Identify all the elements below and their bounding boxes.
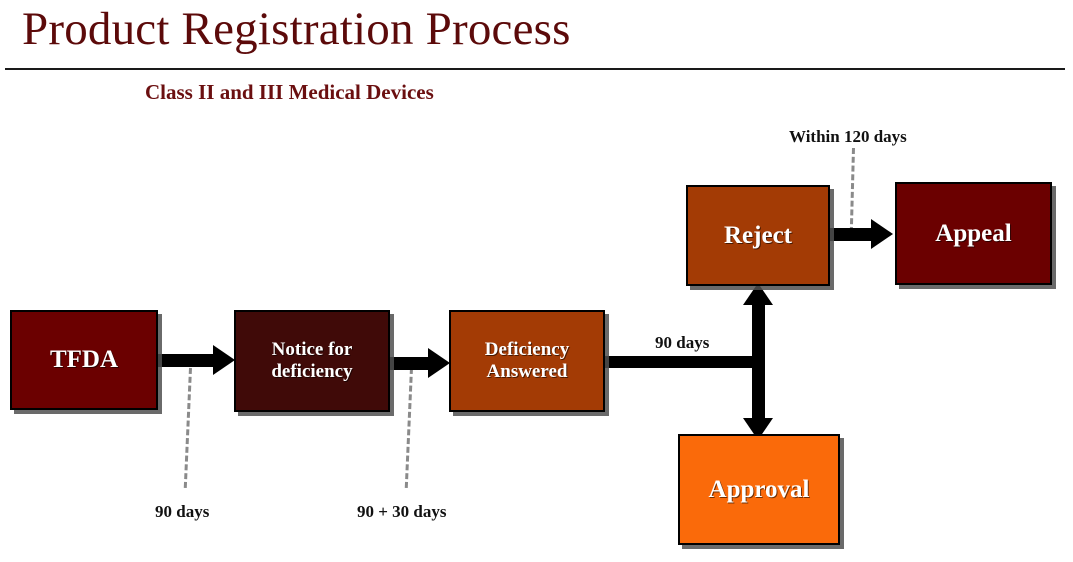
- arrowhead-up-icon: [743, 283, 773, 305]
- leader-line-tfda-duration: [183, 367, 192, 488]
- connector-decision-split: [752, 300, 765, 424]
- title-divider: [5, 68, 1065, 70]
- edge-label-notice-duration: 90 + 30 days: [357, 502, 447, 521]
- connector-notice-to-deficiency-answered: [390, 357, 430, 370]
- node-reject[interactable]: Reject: [686, 185, 830, 286]
- arrowhead-right-icon: [428, 348, 450, 378]
- arrowhead-right-icon: [213, 345, 235, 375]
- connector-reject-to-appeal: [830, 228, 875, 241]
- node-deficiency-answered[interactable]: Deficiency Answered: [449, 310, 605, 412]
- node-tfda[interactable]: TFDA: [10, 310, 158, 410]
- leader-line-notice-duration: [404, 367, 413, 488]
- node-notice-for-deficiency[interactable]: Notice for deficiency: [234, 310, 390, 412]
- edge-label-appeal-duration: Within 120 days: [789, 127, 907, 146]
- connector-deficiency-answered-trunk: [605, 356, 764, 368]
- edge-label-decision-duration: 90 days: [655, 333, 710, 352]
- node-appeal[interactable]: Appeal: [895, 182, 1052, 285]
- arrowhead-right-icon: [871, 219, 893, 249]
- page-title: Product Registration Process: [22, 3, 571, 55]
- node-approval[interactable]: Approval: [678, 434, 840, 545]
- edge-label-tfda-duration: 90 days: [155, 502, 210, 521]
- connector-tfda-to-notice: [158, 354, 215, 367]
- page-subtitle: Class II and III Medical Devices: [145, 80, 434, 104]
- leader-line-appeal-duration: [849, 147, 855, 234]
